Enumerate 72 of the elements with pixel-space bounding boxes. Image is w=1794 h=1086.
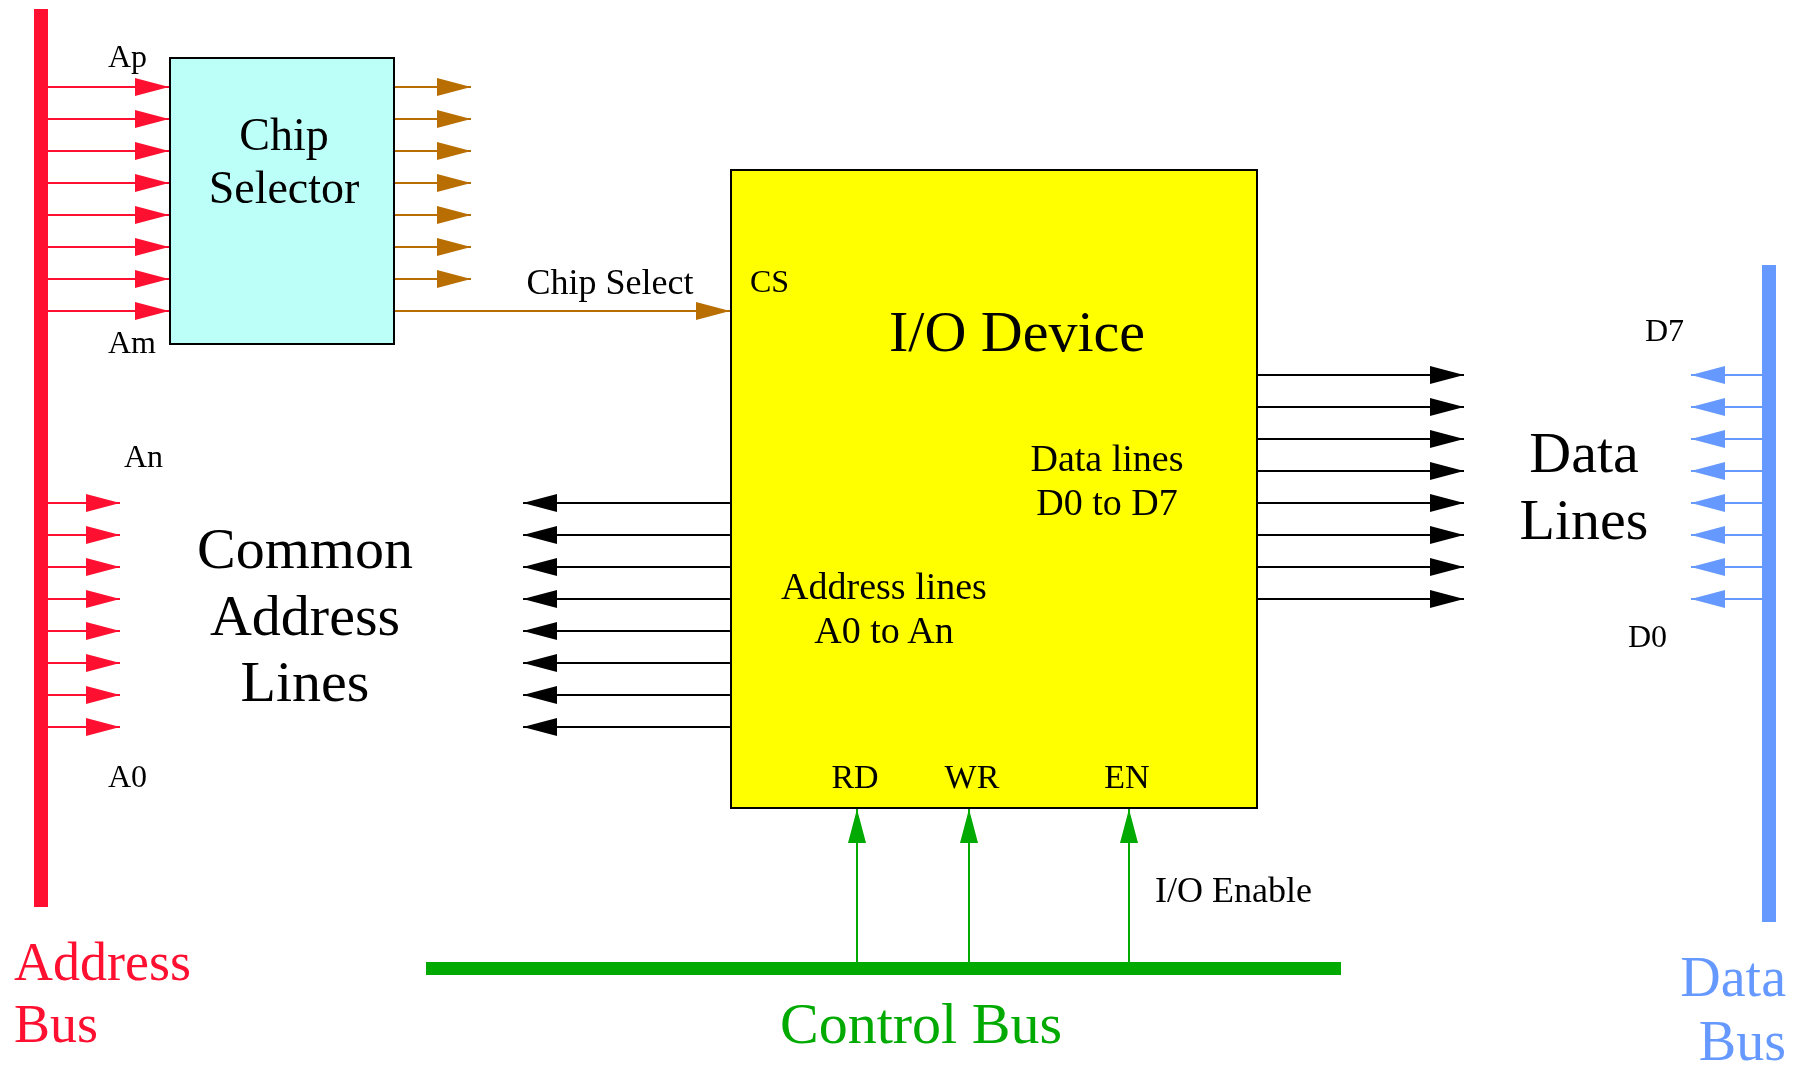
arrow — [1690, 430, 1763, 448]
arrow — [47, 78, 170, 96]
arrow — [1690, 526, 1763, 544]
arrow — [394, 302, 731, 320]
bus-label: Control Bus — [780, 991, 1062, 1058]
signal-label: An — [124, 438, 164, 475]
arrow — [394, 206, 472, 224]
arrow — [1690, 590, 1763, 608]
arrow — [1690, 462, 1763, 480]
arrow — [522, 558, 731, 576]
arrow — [960, 808, 978, 963]
arrow — [47, 270, 170, 288]
arrow — [1120, 808, 1138, 963]
arrow — [394, 78, 472, 96]
arrow — [1257, 558, 1465, 576]
arrow — [47, 174, 170, 192]
arrow — [522, 590, 731, 608]
arrow — [522, 654, 731, 672]
arrow — [848, 808, 866, 963]
signal-label: Am — [108, 324, 156, 361]
arrow — [47, 686, 121, 704]
arrow — [522, 526, 731, 544]
diagram-label: Common Address Lines — [196, 516, 414, 717]
arrow — [47, 590, 121, 608]
arrow — [522, 494, 731, 512]
arrow — [47, 654, 121, 672]
arrow — [522, 718, 731, 736]
arrow — [1257, 494, 1465, 512]
arrow — [394, 174, 472, 192]
pin-label: Data lines D0 to D7 — [1029, 437, 1185, 525]
box-title: I/O Device — [889, 299, 1145, 366]
arrow — [1257, 462, 1465, 480]
arrow — [1257, 526, 1465, 544]
arrow — [47, 494, 121, 512]
signal-label: Ap — [108, 38, 148, 75]
arrow — [1690, 494, 1763, 512]
arrow — [394, 110, 472, 128]
arrow — [1257, 590, 1465, 608]
arrow — [47, 302, 170, 320]
arrow — [522, 622, 731, 640]
arrow — [394, 238, 472, 256]
arrow — [47, 558, 121, 576]
arrow — [47, 206, 170, 224]
arrow — [47, 142, 170, 160]
arrow — [1690, 366, 1763, 384]
arrow — [1690, 398, 1763, 416]
process-box — [169, 57, 395, 345]
bus-label: Address Bus — [14, 931, 192, 1056]
arrow — [394, 270, 472, 288]
pin-label: RD — [831, 757, 879, 797]
arrow — [1690, 558, 1763, 576]
arrow — [522, 686, 731, 704]
pin-label: CS — [750, 263, 790, 300]
box-title: Chip Selector — [207, 109, 361, 215]
arrow — [1257, 430, 1465, 448]
arrow — [47, 238, 170, 256]
diagram-label: Data Lines — [1518, 420, 1650, 554]
pin-label: Address lines A0 to An — [780, 565, 988, 653]
signal-label: A0 — [108, 758, 148, 795]
arrow — [394, 142, 472, 160]
pin-label: WR — [944, 757, 1000, 797]
arrow — [47, 718, 121, 736]
arrow — [1257, 398, 1465, 416]
signal-label: D7 — [1645, 312, 1685, 349]
signal-label: D0 — [1628, 618, 1668, 655]
bus-label: Data Bus — [1679, 945, 1786, 1074]
pin-label: EN — [1104, 757, 1150, 797]
device-box — [730, 169, 1258, 809]
arrow — [1257, 366, 1465, 384]
arrow — [47, 110, 170, 128]
arrow — [47, 526, 121, 544]
arrow — [47, 622, 121, 640]
